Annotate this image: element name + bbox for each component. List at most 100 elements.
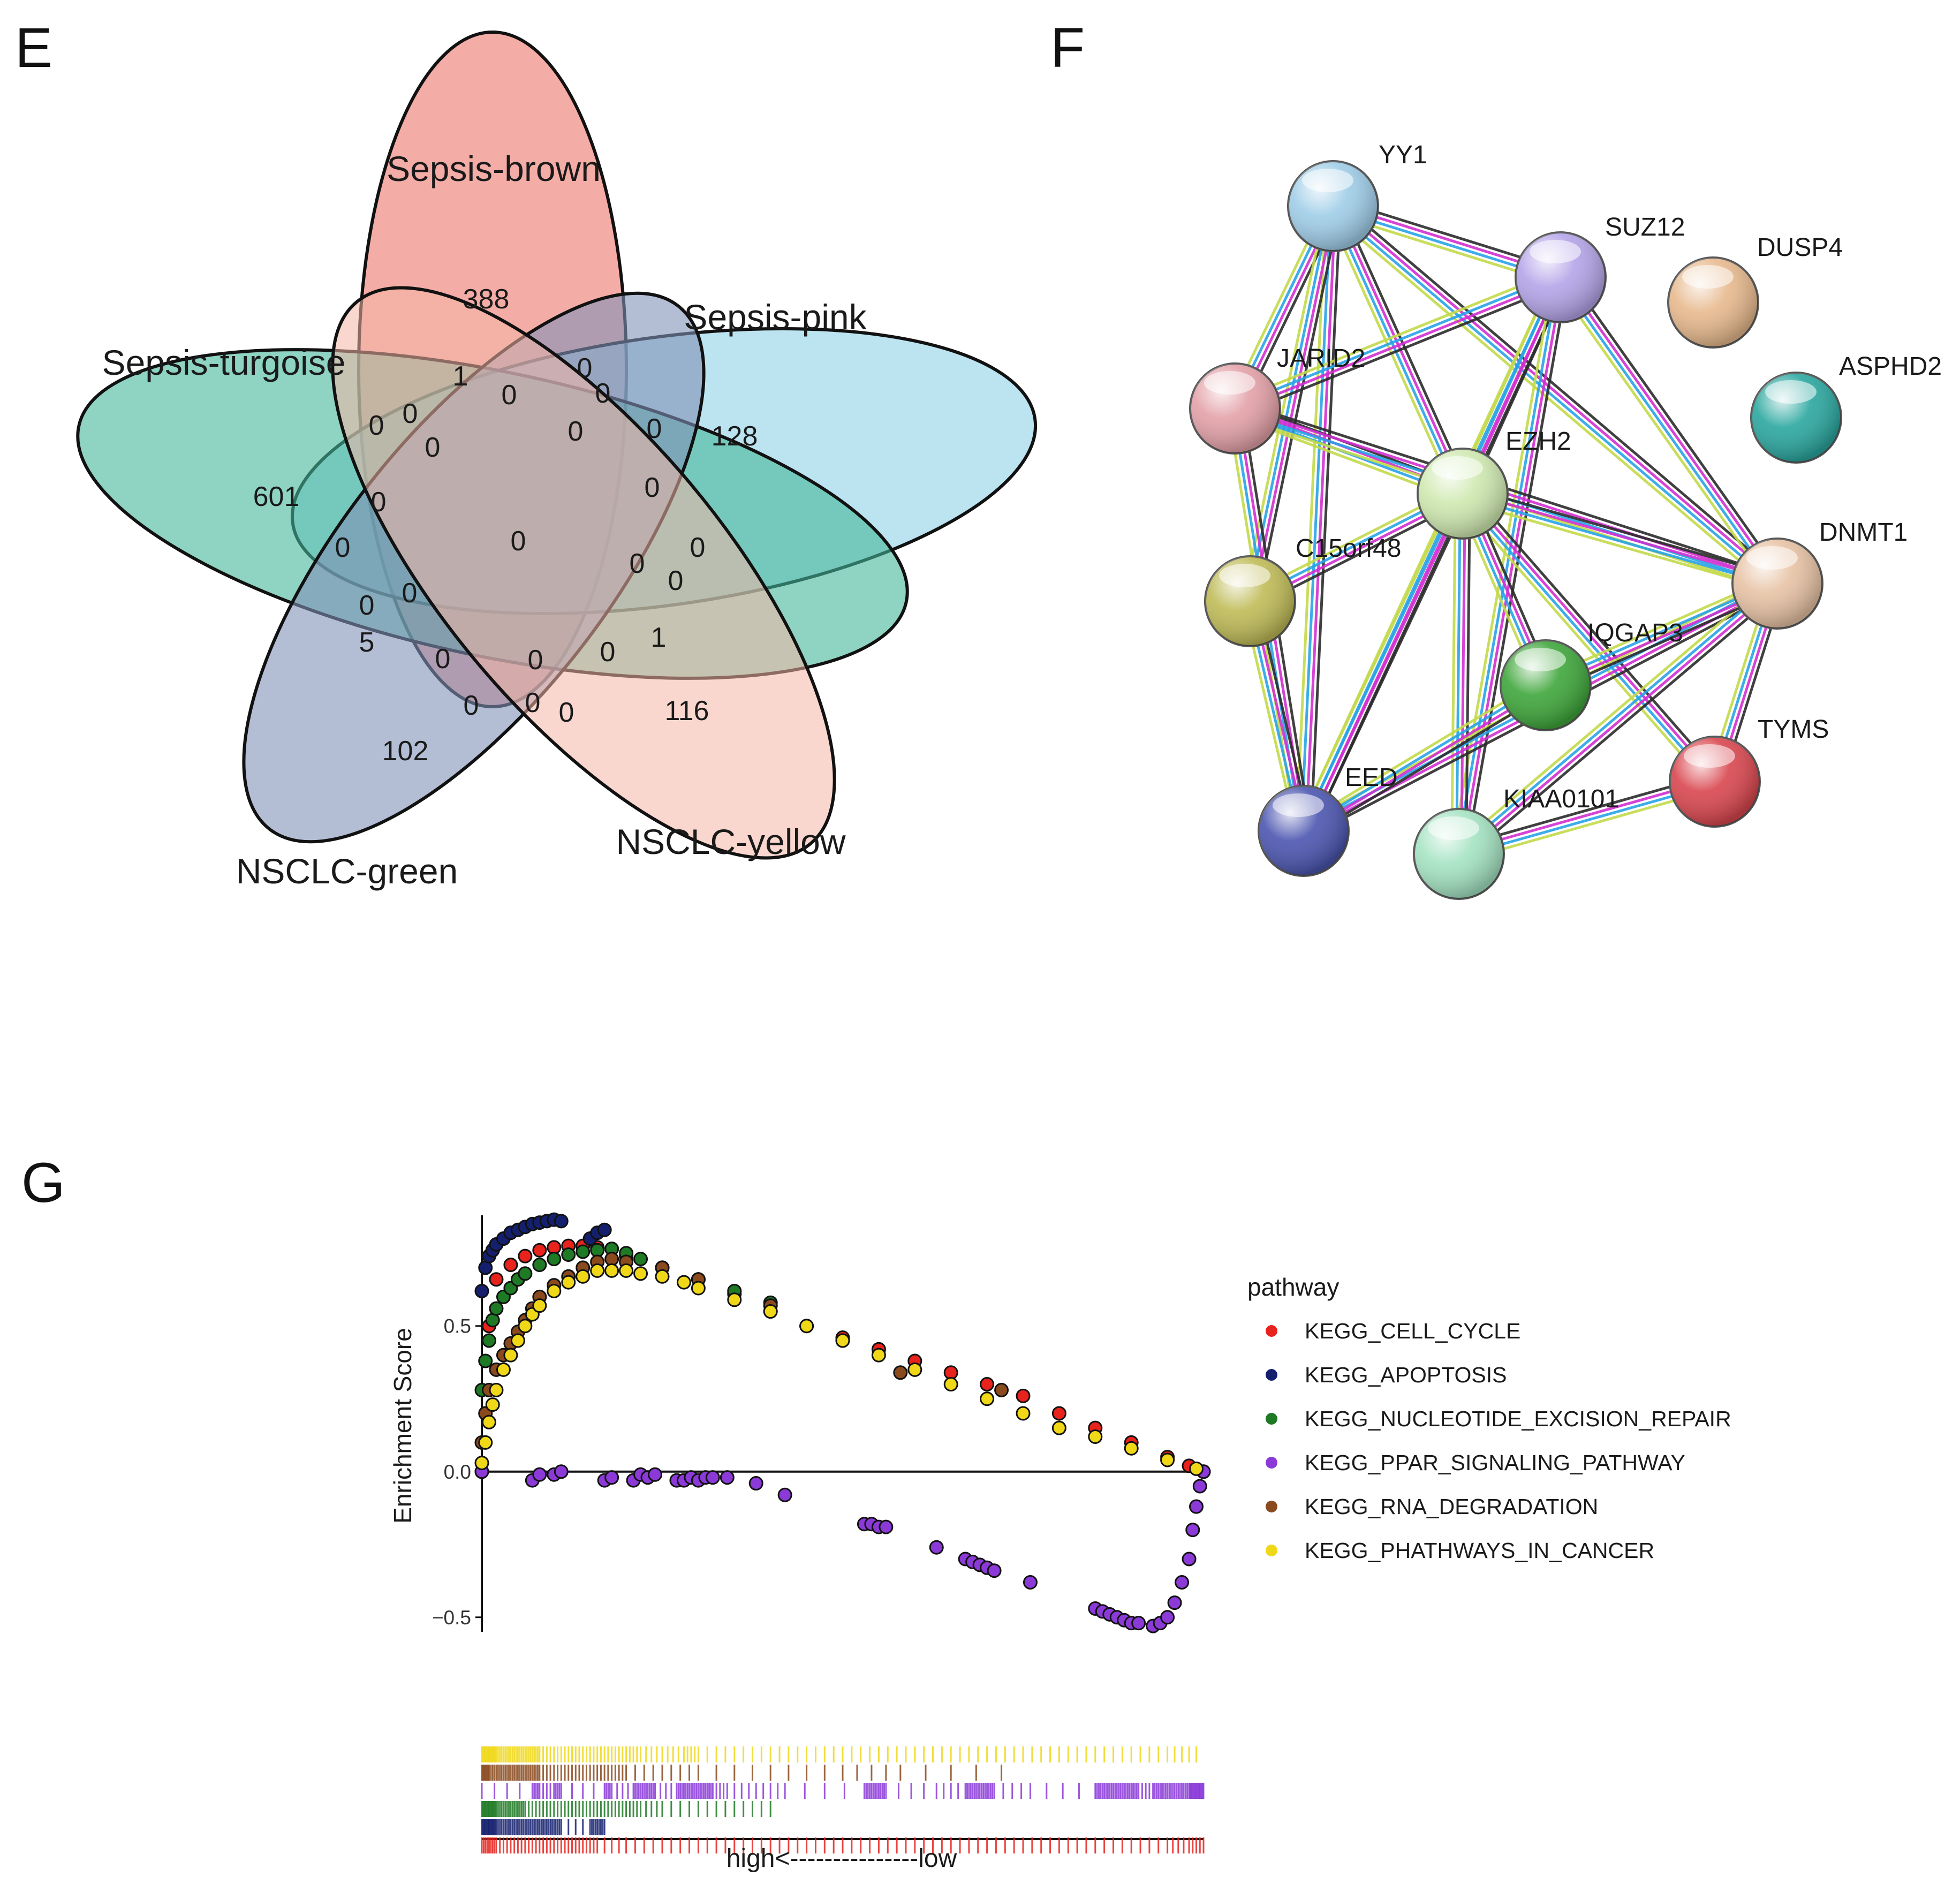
data-point bbox=[604, 1263, 619, 1278]
venn-count: 601 bbox=[253, 481, 300, 512]
venn-count: 0 bbox=[425, 432, 441, 463]
data-point bbox=[481, 1414, 496, 1429]
data-point bbox=[518, 1266, 533, 1281]
venn-count: 0 bbox=[528, 645, 543, 676]
network-node-suz12[interactable]: SUZ12 bbox=[1515, 213, 1685, 323]
data-point bbox=[478, 1353, 493, 1368]
data-point bbox=[561, 1275, 576, 1290]
data-point bbox=[532, 1467, 547, 1482]
rank-strip-kegg-cell-cycle bbox=[481, 1837, 1205, 1853]
network-node-dusp4[interactable]: DUSP4 bbox=[1667, 233, 1843, 349]
panel-g: G 0.50.0−0.5 Enrichment Score pathwayKEG… bbox=[21, 1152, 1731, 1873]
legend-swatch bbox=[1266, 1457, 1277, 1469]
data-point bbox=[532, 1257, 547, 1272]
venn-count: 0 bbox=[464, 690, 479, 721]
data-point bbox=[748, 1476, 763, 1491]
rank-strip-kegg-ppar-signaling-pathway bbox=[481, 1783, 1205, 1799]
legend-item-kegg-rna-degradation: KEGG_RNA_DEGRADATION bbox=[1266, 1494, 1598, 1519]
venn-count: 0 bbox=[369, 410, 384, 441]
data-point bbox=[1016, 1388, 1031, 1403]
data-point bbox=[655, 1269, 670, 1284]
network-edge bbox=[1460, 485, 1780, 592]
legend-item-kegg-apoptosis: KEGG_APOPTOSIS bbox=[1266, 1363, 1507, 1387]
venn-count: 1 bbox=[453, 361, 468, 392]
venn-count: 0 bbox=[690, 532, 706, 563]
node-label-dusp4: DUSP4 bbox=[1757, 233, 1843, 262]
data-point bbox=[1192, 1479, 1207, 1494]
network-node-eed[interactable]: EED bbox=[1258, 763, 1398, 877]
legend-label: KEGG_RNA_DEGRADATION bbox=[1305, 1494, 1598, 1519]
network-node-dnmt1[interactable]: DNMT1 bbox=[1731, 518, 1908, 630]
legend-swatch bbox=[1266, 1501, 1277, 1512]
data-point bbox=[691, 1281, 706, 1296]
legend-swatch bbox=[1266, 1545, 1277, 1556]
data-point bbox=[980, 1391, 995, 1406]
network-node-c15orf48[interactable]: C15orf48 bbox=[1204, 534, 1401, 647]
data-point bbox=[532, 1243, 547, 1258]
y-tick-label: 0.0 bbox=[444, 1461, 471, 1483]
panel-letter-e: E bbox=[15, 17, 52, 79]
data-point bbox=[1167, 1595, 1182, 1610]
data-point bbox=[994, 1382, 1009, 1397]
rank-strip-kegg-rna-degradation bbox=[481, 1765, 1003, 1781]
data-point bbox=[510, 1333, 525, 1348]
series-kegg-apoptosis bbox=[474, 1212, 612, 1298]
venn-count: 0 bbox=[335, 532, 351, 563]
node-label-suz12: SUZ12 bbox=[1605, 213, 1685, 241]
network-edge bbox=[1232, 269, 1564, 417]
data-point bbox=[503, 1348, 518, 1363]
network-node-kiaa0101[interactable]: KIAA0101 bbox=[1413, 785, 1619, 900]
panel-f: F YY1SUZ12DUSP4ASPHD2JARID2EZH2DNMT1C15o… bbox=[1050, 17, 1942, 900]
data-point bbox=[1182, 1552, 1197, 1567]
data-point bbox=[481, 1333, 496, 1348]
network-node-ezh2[interactable]: EZH2 bbox=[1417, 427, 1571, 540]
gene-rank-strips bbox=[481, 1746, 1205, 1853]
data-point bbox=[489, 1382, 504, 1397]
data-point bbox=[980, 1377, 995, 1392]
data-point bbox=[1160, 1452, 1175, 1467]
network-node-yy1[interactable]: YY1 bbox=[1287, 141, 1427, 252]
venn-count: 0 bbox=[525, 687, 541, 718]
data-point bbox=[496, 1362, 511, 1377]
data-point bbox=[1023, 1575, 1038, 1590]
network-node-jarid2[interactable]: JARID2 bbox=[1189, 344, 1365, 455]
venn-count: 102 bbox=[382, 736, 429, 767]
venn-count: 116 bbox=[665, 695, 709, 727]
node-label-kiaa0101: KIAA0101 bbox=[1503, 785, 1619, 813]
venn-count: 5 bbox=[359, 627, 375, 658]
set-label-nsclc-yellow: NSCLC-yellow bbox=[616, 822, 845, 861]
panel-letter-g: G bbox=[21, 1152, 65, 1214]
legend-swatch bbox=[1266, 1325, 1277, 1337]
node-label-asphd2: ASPHD2 bbox=[1839, 352, 1942, 381]
network-edge bbox=[1450, 493, 1471, 854]
venn-count: 0 bbox=[645, 472, 660, 503]
data-point bbox=[1124, 1441, 1139, 1456]
data-point bbox=[943, 1377, 958, 1392]
network-edge bbox=[1295, 206, 1342, 831]
data-point bbox=[554, 1214, 569, 1229]
data-point bbox=[763, 1304, 778, 1319]
venn-count: 1 bbox=[651, 622, 667, 653]
legend-title: pathway bbox=[1247, 1273, 1339, 1301]
data-point bbox=[1185, 1523, 1200, 1538]
network-edge bbox=[1327, 199, 1783, 591]
venn-diagram bbox=[76, 31, 1038, 860]
rank-strip-kegg-phathways-in-cancer bbox=[481, 1746, 1198, 1762]
data-point bbox=[554, 1464, 569, 1479]
network-node-asphd2[interactable]: ASPHD2 bbox=[1750, 352, 1942, 464]
venn-count: 0 bbox=[630, 548, 645, 579]
venn-count: 0 bbox=[502, 380, 517, 411]
rank-axis-label: high<---------------low bbox=[727, 1844, 957, 1873]
data-point bbox=[633, 1266, 648, 1281]
venn-count: 0 bbox=[668, 565, 684, 596]
data-point bbox=[879, 1519, 894, 1534]
network-node-iqgap3[interactable]: IQGAP3 bbox=[1500, 619, 1683, 731]
network-node-tyms[interactable]: TYMS bbox=[1669, 715, 1829, 828]
venn-count: 0 bbox=[577, 353, 593, 384]
legend-label: KEGG_PHATHWAYS_IN_CANCER bbox=[1305, 1538, 1654, 1563]
data-point bbox=[907, 1362, 922, 1377]
node-label-jarid2: JARID2 bbox=[1277, 344, 1365, 373]
data-point bbox=[987, 1563, 1002, 1578]
venn-count: 0 bbox=[568, 416, 584, 447]
node-label-iqgap3: IQGAP3 bbox=[1587, 619, 1683, 647]
